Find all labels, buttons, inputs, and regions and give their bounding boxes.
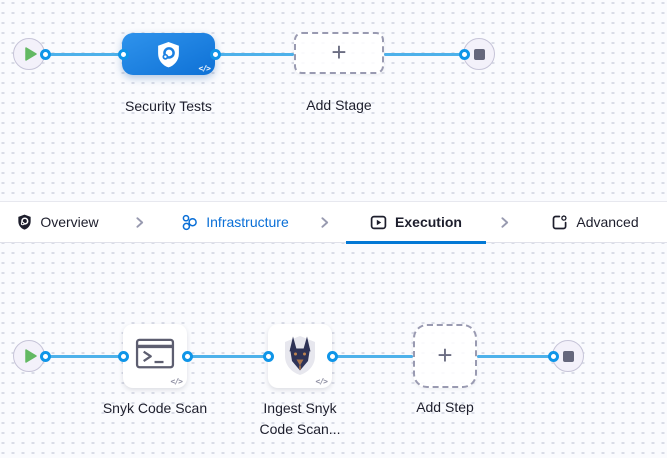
tab-infrastructure[interactable]: Infrastructure	[172, 202, 298, 242]
terminal-icon	[135, 338, 175, 369]
connector-point[interactable]	[262, 350, 274, 362]
security-shield-icon	[158, 41, 179, 67]
tab-overview[interactable]: Overview	[10, 202, 106, 242]
tab-overview-label: Overview	[40, 214, 99, 230]
snyk-doberman-icon	[285, 335, 315, 375]
step-label-add-step[interactable]: Add Step	[416, 399, 474, 415]
step-code-badge[interactable]: </>	[315, 377, 328, 386]
edge-step1-to-step2	[187, 354, 268, 358]
stage-label-security-tests[interactable]: Security Tests	[125, 98, 212, 114]
execution-play-icon	[370, 215, 387, 229]
stage-code-badge[interactable]: </>	[198, 64, 211, 73]
stop-icon	[562, 350, 574, 362]
step-code-badge[interactable]: </>	[170, 377, 183, 386]
edge-addstage-to-end	[384, 52, 460, 56]
add-stage-button[interactable]: +	[294, 32, 384, 74]
chevron-right-icon	[497, 202, 512, 242]
stage-security-tests[interactable]: </>	[122, 33, 215, 75]
stage-config-tab-bar: Overview Infrastructure Execution	[0, 201, 667, 244]
edge-addstep-to-end	[477, 354, 553, 358]
plus-icon: +	[437, 340, 453, 370]
connector-point[interactable]	[326, 350, 338, 362]
stop-icon	[473, 48, 485, 60]
edge-start-to-step1	[45, 354, 123, 358]
connector-point[interactable]	[181, 350, 193, 362]
connector-point[interactable]	[117, 350, 129, 362]
play-icon	[24, 47, 37, 61]
plus-icon: +	[331, 37, 347, 67]
step-label-snyk-code-scan[interactable]: Snyk Code Scan	[102, 400, 208, 416]
connector-point[interactable]	[39, 48, 51, 60]
connector-point[interactable]	[117, 48, 129, 60]
edge-stage-to-addstage	[215, 52, 294, 56]
play-icon	[24, 349, 37, 363]
connector-point[interactable]	[547, 350, 559, 362]
advanced-gear-icon	[553, 214, 568, 229]
overview-shield-icon	[18, 214, 31, 230]
connector-point[interactable]	[458, 48, 470, 60]
add-step-button[interactable]: +	[413, 324, 477, 388]
edge-step2-to-addstep	[332, 354, 413, 358]
infrastructure-hexagons-icon	[182, 214, 198, 230]
step-label-ingest-snyk[interactable]: Ingest Snyk Code Scan...	[259, 400, 341, 437]
tab-infrastructure-label: Infrastructure	[206, 214, 289, 230]
active-tab-underline	[346, 241, 486, 244]
tab-execution-label: Execution	[395, 214, 462, 230]
edge-start-to-stage	[45, 52, 123, 56]
connector-point[interactable]	[39, 350, 51, 362]
chevron-right-icon	[132, 202, 147, 242]
tab-execution[interactable]: Execution	[346, 202, 486, 242]
stage-pipeline-end-node[interactable]	[463, 38, 495, 70]
connector-point[interactable]	[209, 48, 221, 60]
tab-advanced-label: Advanced	[576, 214, 639, 230]
step-ingest-snyk-code-scan[interactable]: </>	[268, 324, 332, 388]
stage-label-add-stage[interactable]: Add Stage	[306, 97, 372, 113]
step-snyk-code-scan[interactable]: </>	[123, 324, 187, 388]
chevron-right-icon	[317, 202, 332, 242]
tab-advanced[interactable]: Advanced	[540, 202, 650, 242]
